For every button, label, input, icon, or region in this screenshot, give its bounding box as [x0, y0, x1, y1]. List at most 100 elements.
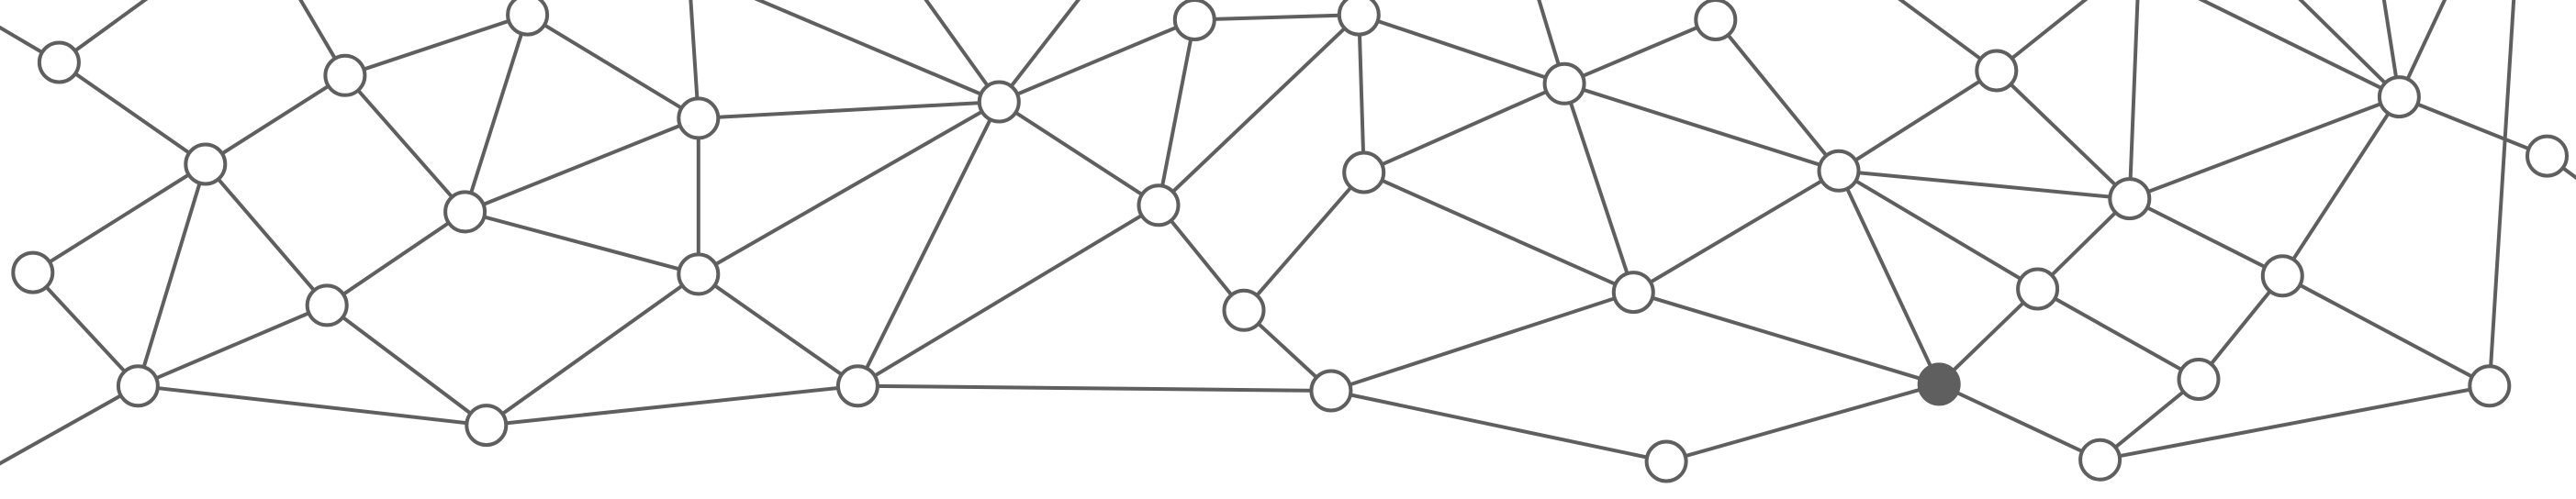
network-edge — [1994, 69, 2132, 201]
network-node — [184, 142, 228, 186]
network-edge — [1562, 82, 1841, 173]
network-edge — [484, 272, 700, 427]
network-node — [677, 96, 721, 140]
network-node — [1342, 150, 1386, 194]
network-node — [1817, 149, 1861, 193]
network-edge — [1562, 17, 1718, 86]
network-edge — [1837, 169, 2040, 291]
network-edge — [1157, 17, 1197, 207]
network-edge — [525, 13, 700, 120]
network-edge — [754, 0, 1002, 104]
network-edge — [1837, 169, 1942, 386]
network-node — [1542, 61, 1586, 105]
network-edge — [1357, 13, 1567, 86]
network-node — [2260, 254, 2304, 298]
network-node — [2016, 267, 2060, 311]
network-node — [323, 53, 367, 97]
network-edge — [1361, 82, 1567, 174]
network-edge — [136, 162, 207, 388]
network-node — [1172, 0, 1216, 41]
network-edge — [1837, 169, 2132, 201]
network-edge — [1937, 382, 2102, 462]
network-edge — [696, 272, 860, 388]
network-edge — [1328, 290, 1636, 393]
network-edge — [1157, 13, 1361, 207]
network-edge — [0, 383, 140, 466]
network-edge — [342, 73, 467, 214]
network-edge — [997, 17, 1197, 104]
network-edge — [997, 100, 1160, 207]
network-edges — [0, 0, 2576, 466]
network-edge — [1631, 169, 1841, 294]
network-node — [2078, 438, 2122, 482]
network-edge — [1898, 0, 1999, 72]
network-edge — [136, 303, 330, 388]
network-node — [1337, 0, 1381, 37]
network-node — [1222, 288, 1266, 332]
network-node — [977, 80, 1021, 124]
network-edge — [2198, 0, 2402, 99]
network-node — [1644, 439, 1688, 483]
network-node — [1694, 0, 1738, 41]
network-edge — [2197, 273, 2285, 382]
network-edge — [1937, 287, 2040, 386]
network-edge — [2298, 0, 2402, 99]
network-node — [677, 252, 721, 296]
network-node — [1611, 271, 1655, 315]
network-node — [835, 364, 879, 408]
network-edge — [2487, 0, 2516, 388]
network-edge — [1562, 82, 1636, 294]
network-edge — [1157, 203, 1246, 313]
network-node — [116, 364, 160, 408]
network-node — [1975, 49, 2019, 93]
network-edge — [463, 116, 700, 214]
network-edge — [203, 73, 347, 166]
network-edge — [2035, 287, 2201, 382]
network-edge — [2127, 0, 2140, 201]
network-edge — [1713, 17, 1841, 173]
network-node — [11, 250, 55, 294]
network-edge — [136, 383, 488, 427]
network-node — [1137, 183, 1181, 227]
network-node — [506, 0, 550, 37]
network-node — [2468, 364, 2512, 408]
network-edge — [325, 209, 467, 307]
network-edge — [1837, 69, 1999, 173]
highlighted-network-node — [1917, 362, 1961, 406]
network-node — [1309, 369, 1353, 413]
network-node — [2108, 177, 2152, 221]
network-edge — [1242, 171, 1366, 313]
network-edge — [1631, 290, 1942, 386]
network-edge — [2280, 94, 2402, 278]
network-node — [465, 404, 509, 448]
network-edge — [1328, 389, 1669, 463]
network-edge — [997, 0, 1081, 104]
network-edge — [30, 271, 140, 388]
network-edge — [57, 61, 207, 166]
network-node — [2177, 358, 2221, 401]
network-edge — [2397, 94, 2549, 159]
network-edge — [2127, 94, 2402, 201]
network-edge — [30, 162, 207, 275]
network-edge — [2127, 196, 2285, 278]
network-edge — [1357, 13, 1366, 174]
network-node — [37, 40, 81, 84]
network-edge — [1664, 382, 1942, 463]
network-node — [305, 283, 349, 327]
network-nodes — [11, 0, 2569, 483]
network-edge — [1193, 13, 1361, 22]
network-edge — [856, 203, 1160, 388]
network-edge — [325, 303, 488, 427]
network-edge — [463, 13, 530, 214]
network-edge — [203, 162, 330, 307]
network-edge — [2098, 383, 2492, 462]
network-node — [2526, 134, 2569, 178]
network-edge — [463, 209, 700, 276]
network-edge — [696, 100, 1002, 276]
network-node — [2377, 75, 2421, 119]
network-edge — [856, 383, 1333, 393]
network-edge — [2280, 273, 2492, 388]
network-edge — [856, 100, 1002, 388]
network-edge — [484, 383, 860, 427]
